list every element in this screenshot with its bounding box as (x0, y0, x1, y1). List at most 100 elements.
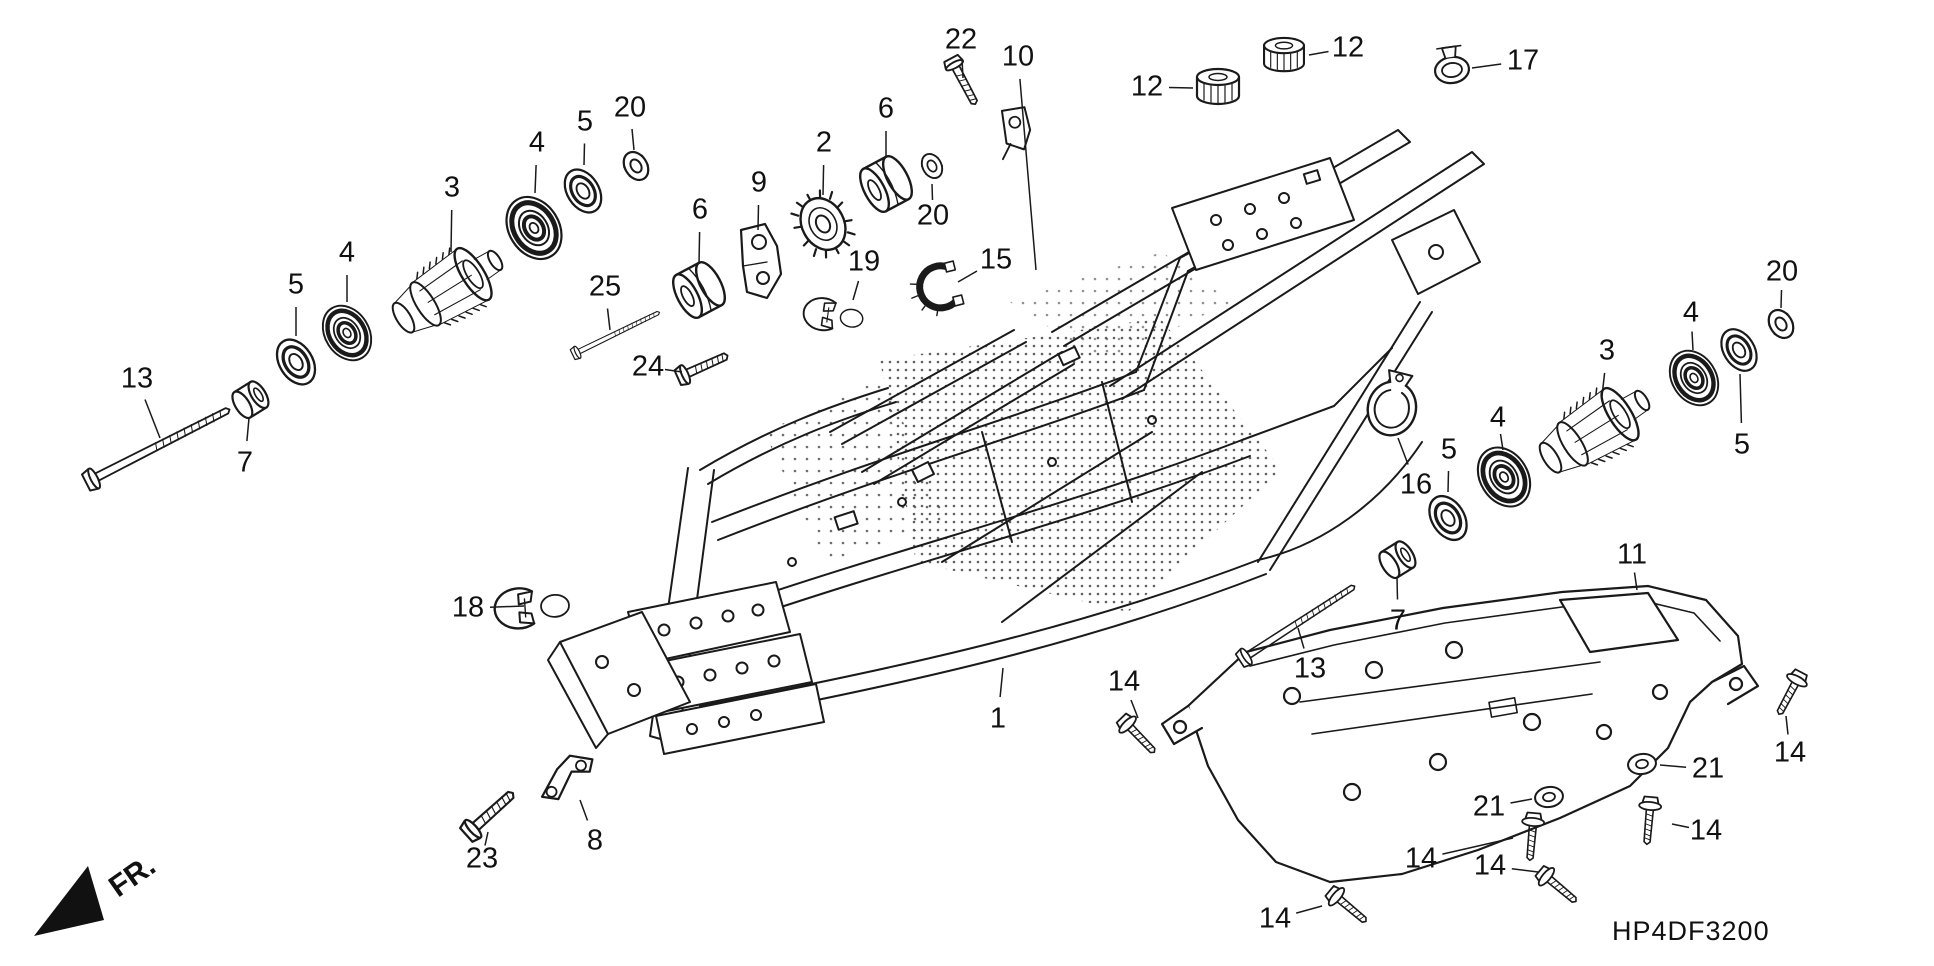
leader-line-4-26 (1499, 433, 1504, 451)
washer-part-5 (267, 331, 325, 393)
leader-line-4-9 (534, 164, 537, 194)
callout-5-7: 5 (576, 105, 594, 138)
leader-line-25-18 (606, 308, 611, 331)
callout-14-42: 14 (1473, 849, 1507, 882)
nut-part-20 (1762, 304, 1800, 344)
callout-19-14: 19 (847, 245, 881, 278)
leader-line-19-14 (852, 280, 860, 301)
bushing-part-7 (227, 377, 274, 423)
leader-line-7-30 (1396, 577, 1399, 600)
clamp-part-18 (492, 583, 572, 632)
bolt-part-22 (941, 53, 985, 110)
callout-4-20: 4 (1682, 296, 1700, 329)
callout-3-21: 3 (1598, 334, 1616, 367)
nut-part-20 (617, 146, 655, 186)
leader-line-21-36 (1659, 764, 1687, 768)
callout-21-37: 21 (1472, 790, 1506, 823)
callout-21-36: 21 (1691, 752, 1725, 785)
leader-line-14-41 (1671, 823, 1690, 829)
callout-1-34: 1 (989, 702, 1007, 735)
callout-11-29: 11 (1616, 538, 1648, 571)
leader-line-20-13 (931, 183, 934, 201)
callout-2-8: 2 (815, 126, 833, 159)
mount-part-6 (666, 256, 732, 324)
leader-line-5-7 (583, 143, 586, 166)
bolt-part-14 (1634, 795, 1663, 847)
leader-line-3-21 (1601, 372, 1606, 397)
callout-14-41: 14 (1689, 814, 1723, 847)
bolt-part-13 (80, 398, 236, 494)
bearing-part-4 (495, 187, 572, 269)
callout-4-16: 4 (338, 236, 356, 269)
leader-line-11-29 (1633, 572, 1638, 591)
gearshaft-part-3 (1525, 367, 1666, 492)
bolt-part-23 (457, 783, 522, 845)
leader-line-14-43 (1296, 905, 1323, 914)
callout-20-13: 20 (916, 199, 950, 232)
callout-12-3: 12 (1331, 31, 1365, 64)
callout-14-33: 14 (1107, 665, 1141, 698)
bolt-part-14 (1531, 861, 1584, 911)
bolt-part-14 (1321, 881, 1374, 931)
leader-line-17-4 (1471, 63, 1502, 69)
callout-14-40: 14 (1404, 842, 1438, 875)
leader-line-6-12 (698, 231, 701, 265)
leader-line-4-20 (1691, 331, 1694, 351)
washer-part-5 (1712, 321, 1766, 379)
leader-line-1-34 (999, 667, 1004, 698)
fr-label: FR. (103, 849, 162, 904)
leader-line-24-22 (664, 368, 683, 373)
callout-18-31: 18 (451, 591, 485, 624)
leader-line-23-38 (484, 831, 489, 846)
callout-10-1: 10 (1001, 40, 1035, 73)
bolt-part-14 (1517, 811, 1546, 863)
leader-line-13-32 (1297, 627, 1305, 649)
leader-line-14-42 (1511, 867, 1539, 873)
leader-line-2-8 (822, 164, 825, 196)
bearing-part-4 (1467, 438, 1541, 516)
mount-part-6 (853, 150, 919, 218)
skid-plate-illustration (1160, 584, 1760, 884)
callout-20-19: 20 (1765, 255, 1799, 288)
bolt-part-14 (1768, 666, 1812, 721)
fr-direction-arrow: FR. (34, 849, 162, 936)
leader-line-16-27 (1397, 437, 1409, 465)
leader-line-20-19 (1780, 289, 1783, 309)
cap-part-12 (1263, 36, 1305, 73)
leader-lines-layer (144, 50, 1789, 914)
clip-part-15 (906, 261, 965, 320)
callout-13-32: 13 (1293, 652, 1327, 685)
callout-5-28: 5 (1440, 433, 1458, 466)
callout-15-15: 15 (979, 243, 1013, 276)
leader-line-9-11 (757, 204, 760, 231)
leader-line-5-28 (1447, 470, 1450, 493)
callout-3-10: 3 (443, 171, 461, 204)
gearshaft-part-3 (378, 227, 519, 352)
leader-line-20-6 (631, 128, 635, 151)
callout-12-2: 12 (1130, 70, 1164, 103)
callout-25-18: 25 (588, 270, 622, 303)
bearing-part-4 (1660, 342, 1728, 415)
leader-line-10-1 (1019, 78, 1037, 271)
leader-line-14-35 (1785, 715, 1789, 735)
callout-20-6: 20 (613, 91, 647, 124)
callout-17-4: 17 (1506, 44, 1540, 77)
leader-line-12-3 (1308, 50, 1329, 56)
leader-line-21-37 (1510, 798, 1533, 804)
clamp-part-17 (1430, 43, 1472, 87)
callout-24-22: 24 (631, 350, 665, 383)
callout-4-26: 4 (1489, 401, 1507, 434)
callout-22-0: 22 (944, 23, 978, 56)
callout-16-27: 16 (1399, 468, 1433, 501)
callout-23-38: 23 (465, 842, 499, 875)
callout-5-24: 5 (1733, 428, 1751, 461)
leader-line-14-40 (1442, 837, 1514, 855)
nut-part-20 (916, 149, 948, 183)
leader-line-18-31 (489, 605, 525, 608)
washer-part-5 (555, 161, 611, 221)
callout-9-11: 9 (750, 166, 768, 199)
leader-line-13-23 (144, 399, 161, 439)
callout-7-25: 7 (236, 446, 254, 479)
bracket-part-9 (739, 222, 783, 300)
